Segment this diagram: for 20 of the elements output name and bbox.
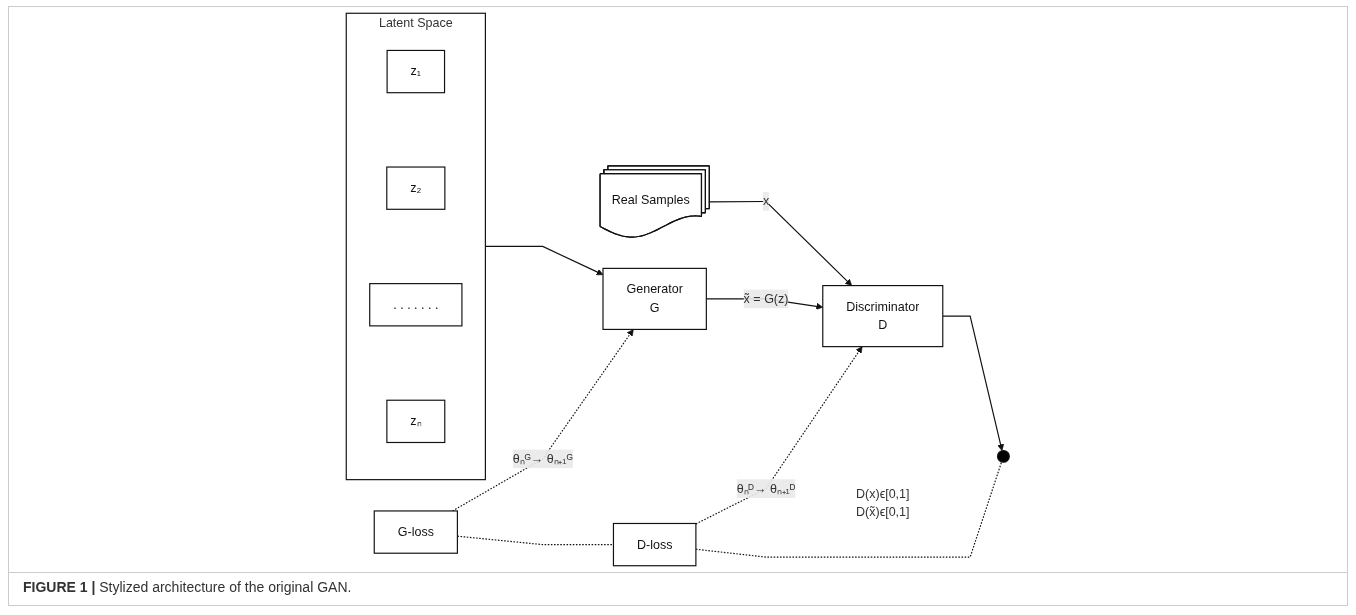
node-box: z₂ bbox=[386, 166, 446, 210]
figure-caption: FIGURE 1 | Stylized architecture of the original GAN. bbox=[9, 572, 1347, 605]
edge-label: x bbox=[763, 194, 770, 208]
arrow bbox=[942, 315, 1005, 451]
arrow bbox=[485, 245, 604, 276]
node-label: D(x)ϵ[0,1] bbox=[856, 486, 910, 500]
node-label: D(x̃)ϵ[0,1] bbox=[856, 505, 910, 519]
node-box: D-loss bbox=[613, 522, 697, 567]
node-box: G-loss bbox=[373, 510, 459, 554]
node-box: z₁ bbox=[386, 49, 446, 94]
node-circle bbox=[997, 449, 1011, 463]
arrow bbox=[709, 200, 853, 286]
node-box: . . . . . . . bbox=[369, 283, 463, 327]
edge-label: θₙᴰ→ θₙ₊₁ᴰ bbox=[736, 481, 796, 495]
node-box: Discriminator D bbox=[822, 285, 944, 348]
node-box: Generator G bbox=[602, 267, 708, 330]
edge-label: x̃ = G(z) bbox=[743, 291, 789, 306]
edge-label: θₙᴳ→ θₙ₊₁ᴳ bbox=[513, 451, 573, 466]
node-box: zₙ bbox=[386, 399, 446, 444]
arrow bbox=[452, 329, 634, 512]
